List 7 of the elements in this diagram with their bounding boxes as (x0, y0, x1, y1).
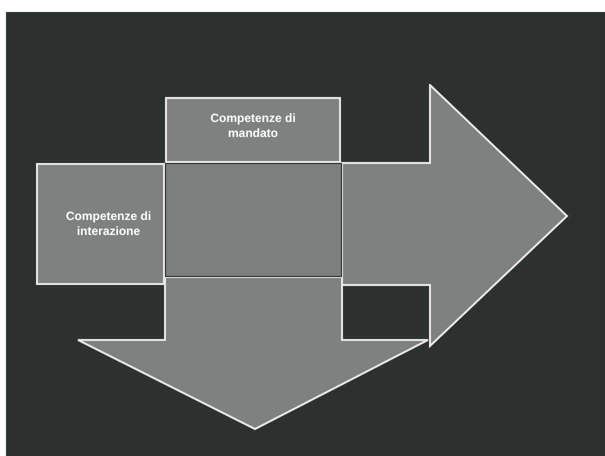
label-box (165, 97, 341, 163)
center-box (165, 163, 342, 277)
box-label: Competenze di interazione (64, 209, 152, 239)
label-box (36, 163, 165, 285)
down-arrow-shape (76, 276, 430, 432)
right-arrow-shape (341, 84, 569, 348)
box-label: Competenze di mandato (209, 111, 297, 141)
